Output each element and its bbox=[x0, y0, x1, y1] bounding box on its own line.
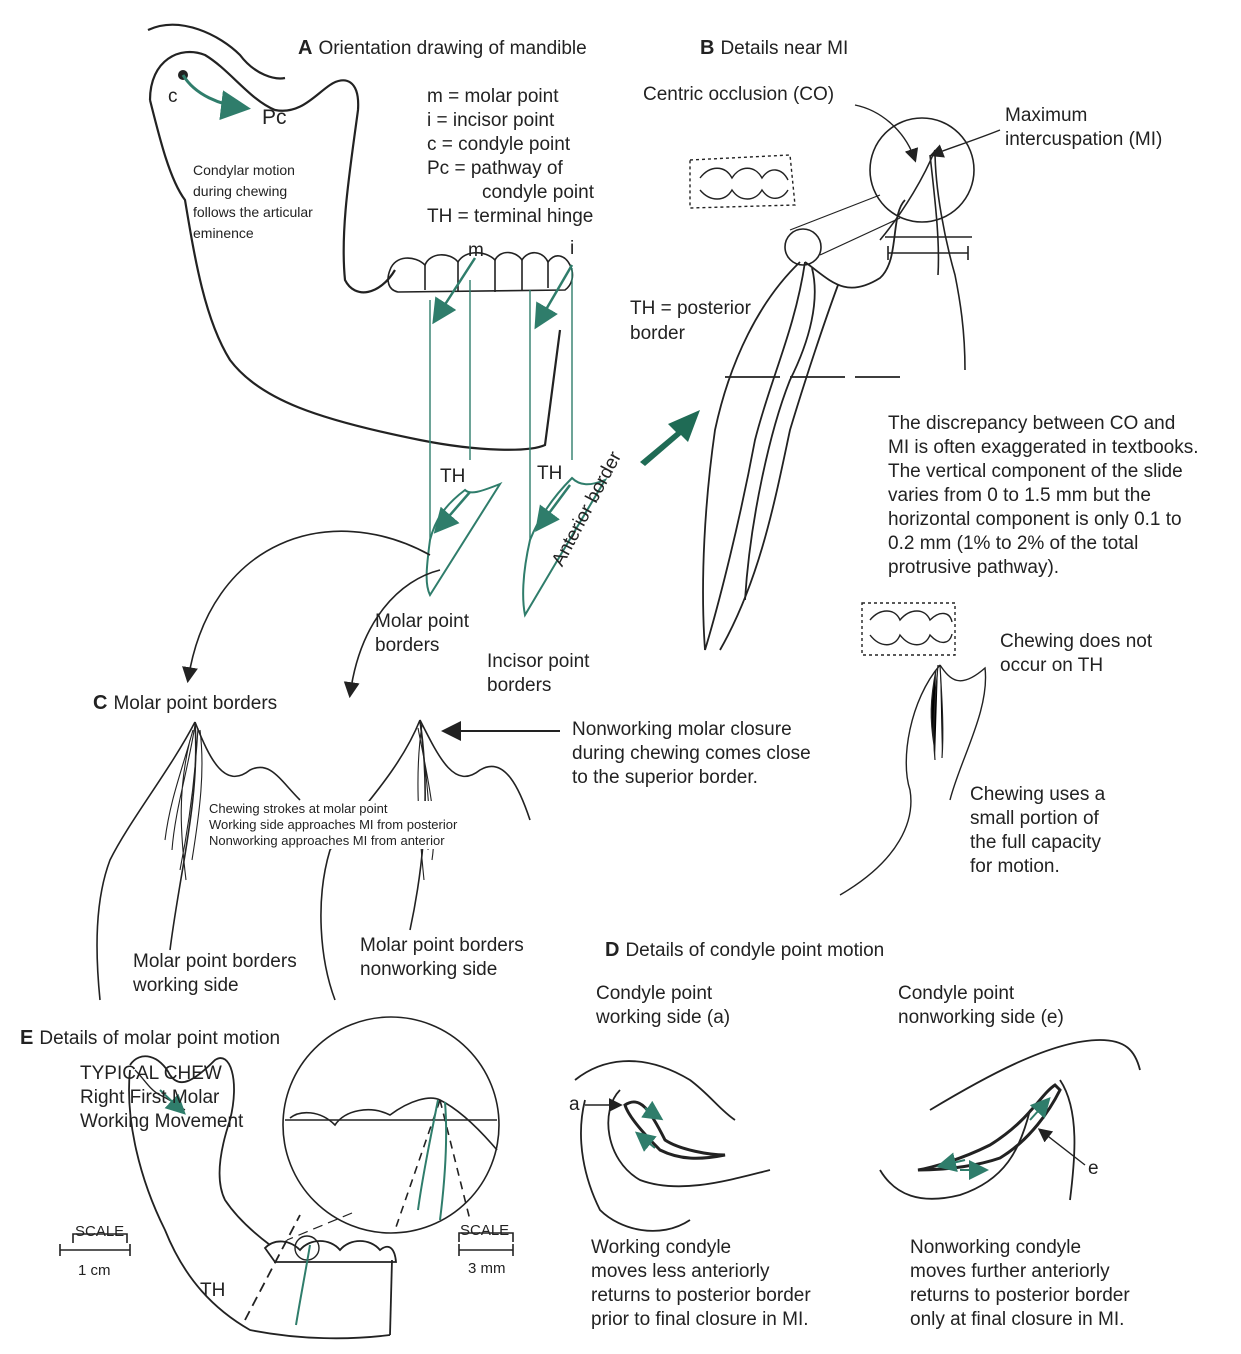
label-pc: Pc bbox=[262, 106, 287, 130]
label-maximum-intercuspation: Maximum intercuspation (MI) bbox=[1005, 104, 1162, 152]
posterior-border-envelope bbox=[703, 200, 905, 650]
panel-c-letter: C bbox=[93, 692, 107, 714]
label-scale-left-value: 1 cm bbox=[78, 1262, 111, 1279]
panel-e-heading: E Details of molar point motion bbox=[20, 1027, 280, 1050]
chewing-strokes-small bbox=[931, 665, 943, 760]
label-working-condyle-text: Working condyle moves less anteriorly re… bbox=[591, 1236, 811, 1332]
panel-b-heading: B Details near MI bbox=[700, 37, 848, 60]
label-chewing-strokes: Chewing strokes at molar point Working s… bbox=[209, 801, 457, 849]
legend-condyle: c = condyle point bbox=[427, 133, 570, 157]
label-scale-right-value: 3 mm bbox=[468, 1260, 506, 1277]
molar-magnifier-circle bbox=[283, 1017, 499, 1233]
label-th-incisor: TH bbox=[537, 463, 562, 485]
label-condyle-nonworking-title: Condyle point nonworking side (e) bbox=[898, 982, 1064, 1030]
incisor-closure-arrow bbox=[537, 265, 572, 325]
mi-detail-envelope bbox=[880, 150, 972, 370]
panel-c-heading: C Molar point borders bbox=[93, 692, 277, 715]
zoom-line-upper bbox=[790, 195, 880, 230]
panel-b-title: Details near MI bbox=[720, 38, 848, 59]
label-centric-occlusion: Centric occlusion (CO) bbox=[643, 83, 834, 107]
label-incisor-point-borders: Incisor point borders bbox=[487, 650, 589, 698]
working-side-chewing-strokes bbox=[165, 725, 202, 880]
working-condyle-fossa bbox=[575, 1061, 770, 1231]
label-th-e: TH bbox=[200, 1280, 225, 1302]
label-molar-working: Molar point borders working side bbox=[133, 950, 297, 998]
label-scale-left: SCALE bbox=[75, 1223, 124, 1240]
incisor-th-arrow bbox=[538, 485, 570, 528]
panel-d-title: Details of condyle point motion bbox=[625, 940, 884, 961]
label-nonworking-condyle-text: Nonworking condyle moves further anterio… bbox=[910, 1236, 1130, 1332]
label-th-posterior: TH = posterior border bbox=[630, 296, 751, 346]
legend-terminal-hinge: TH = terminal hinge bbox=[427, 205, 593, 229]
nonworking-condyle-path bbox=[918, 1085, 1060, 1170]
panel-c-title: Molar point borders bbox=[113, 693, 277, 714]
panel-d-heading: D Details of condyle point motion bbox=[605, 939, 884, 962]
panel-e-letter: E bbox=[20, 1027, 33, 1049]
legend-pathway: Pc = pathway of bbox=[427, 157, 563, 181]
label-molar-nonworking: Molar point borders nonworking side bbox=[360, 934, 524, 982]
upper-dentition-sketch bbox=[690, 155, 795, 208]
mi-pointer bbox=[932, 130, 1000, 155]
panel-d-letter: D bbox=[605, 939, 619, 961]
label-condylar-motion: Condylar motion during chewing follows t… bbox=[193, 160, 313, 244]
chewing-jaw-sketch bbox=[840, 603, 986, 895]
legend-incisor: i = incisor point bbox=[427, 109, 554, 133]
label-condyle-e: e bbox=[1088, 1158, 1099, 1180]
mi-small-circle bbox=[785, 229, 821, 265]
label-chewing-small-portion: Chewing uses a small portion of the full… bbox=[970, 783, 1105, 879]
label-c: c bbox=[168, 86, 178, 108]
legend-molar: m = molar point bbox=[427, 85, 558, 109]
label-molar-point-borders: Molar point borders bbox=[375, 610, 469, 658]
legend-pathway-cont: condyle point bbox=[482, 181, 594, 205]
nonworking-condyle-e-pointer bbox=[1040, 1130, 1085, 1165]
panel-e-title: Details of molar point motion bbox=[39, 1028, 280, 1049]
label-m: m bbox=[468, 240, 484, 262]
mi-magnifier-circle bbox=[870, 118, 974, 222]
molar-th-arrow bbox=[437, 492, 470, 530]
label-th-molar: TH bbox=[440, 466, 465, 488]
working-condyle-path bbox=[625, 1102, 725, 1158]
label-typical-chew: TYPICAL CHEW Right First Molar Working M… bbox=[80, 1062, 243, 1134]
panel-a-heading: A Orientation drawing of mandible bbox=[298, 37, 587, 60]
label-scale-right: SCALE bbox=[460, 1222, 509, 1239]
zoom-line-e-upper bbox=[287, 1213, 352, 1240]
molar-closure-arrow bbox=[435, 258, 475, 320]
magnified-molar bbox=[285, 1098, 497, 1230]
panel-a-letter: A bbox=[298, 37, 312, 59]
label-discrepancy: The discrepancy between CO and MI is oft… bbox=[888, 412, 1199, 580]
nonworking-condyle-fossa bbox=[880, 1040, 1140, 1200]
large-green-arrow bbox=[640, 410, 700, 466]
label-condyle-a: a bbox=[569, 1094, 580, 1116]
label-i: i bbox=[570, 238, 574, 260]
label-nonworking-closure: Nonworking molar closure during chewing … bbox=[572, 718, 811, 790]
panel-b-letter: B bbox=[700, 37, 714, 59]
label-chewing-not-th: Chewing does not occur on TH bbox=[1000, 630, 1152, 678]
label-condyle-working-title: Condyle point working side (a) bbox=[596, 982, 730, 1030]
panel-a-title: Orientation drawing of mandible bbox=[318, 38, 586, 59]
